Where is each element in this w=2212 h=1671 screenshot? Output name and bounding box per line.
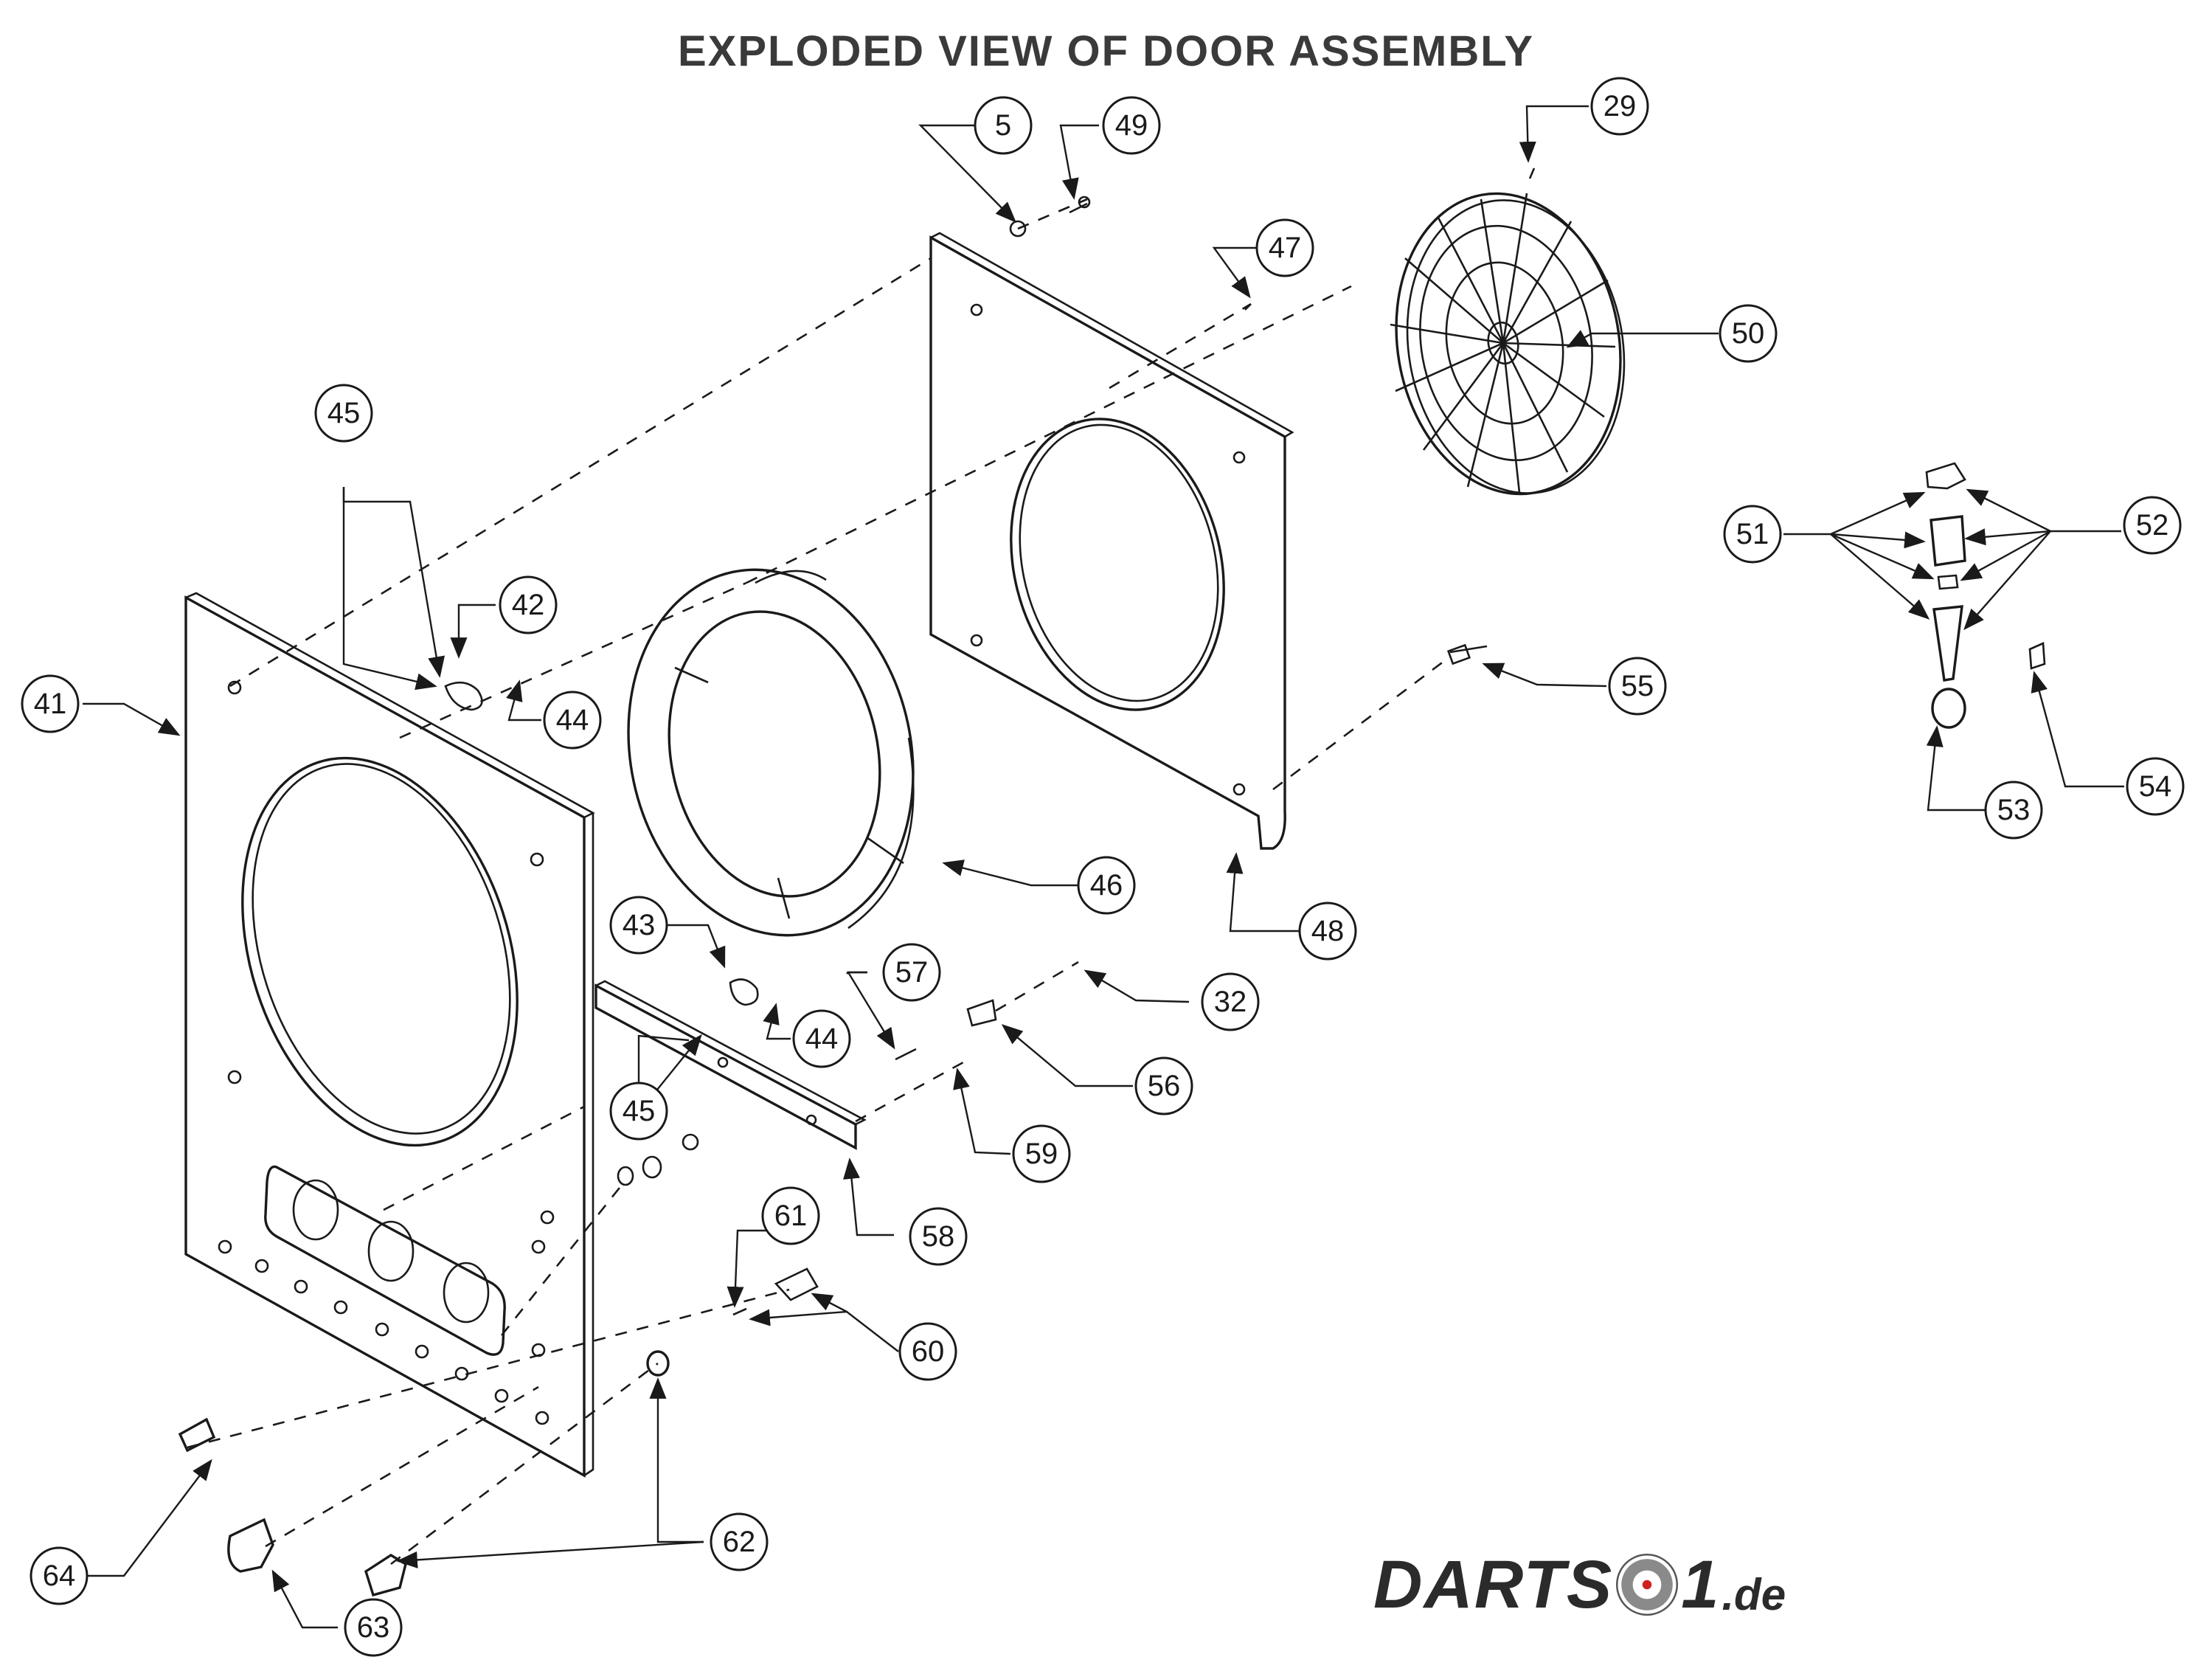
svg-text:45: 45 bbox=[327, 397, 361, 429]
callout-58: 58 bbox=[909, 1207, 968, 1266]
explosion-axes bbox=[187, 198, 1451, 1566]
svg-text:44: 44 bbox=[556, 704, 589, 736]
callout-57: 57 bbox=[882, 943, 941, 1002]
switch-bracket bbox=[594, 980, 867, 1150]
svg-text:56: 56 bbox=[1148, 1070, 1181, 1102]
callout-59: 59 bbox=[1012, 1124, 1071, 1183]
svg-text:62: 62 bbox=[723, 1526, 756, 1558]
door-porthole-ring bbox=[627, 568, 915, 937]
svg-text:49: 49 bbox=[1115, 109, 1148, 142]
callout-49: 49 bbox=[1102, 96, 1161, 155]
svg-text:61: 61 bbox=[774, 1200, 808, 1232]
diagram-title: EXPLODED VIEW OF DOOR ASSEMBLY bbox=[677, 27, 1535, 75]
callout-5: 5 bbox=[974, 96, 1033, 155]
svg-text:45: 45 bbox=[623, 1095, 656, 1127]
svg-text:51: 51 bbox=[1736, 518, 1769, 550]
svg-text:46: 46 bbox=[1090, 869, 1123, 902]
callout-52: 52 bbox=[2123, 496, 2182, 555]
callout-50: 50 bbox=[1719, 304, 1778, 363]
dartboard bbox=[1390, 192, 1626, 496]
callout-63: 63 bbox=[344, 1598, 403, 1657]
front-door-panel bbox=[184, 592, 595, 1478]
logo-brand: DARTS bbox=[1373, 1546, 1614, 1622]
svg-text:53: 53 bbox=[1997, 794, 2031, 826]
callout-42: 42 bbox=[499, 575, 558, 634]
svg-text:47: 47 bbox=[1269, 232, 1302, 264]
callout-46: 46 bbox=[1077, 856, 1136, 915]
callout-55: 55 bbox=[1608, 657, 1667, 716]
callout-29: 29 bbox=[1590, 77, 1649, 136]
callout-48: 48 bbox=[1298, 902, 1357, 961]
leader-lines bbox=[83, 105, 2124, 1629]
svg-text:64: 64 bbox=[43, 1560, 76, 1592]
callout-44-top: 44 bbox=[543, 691, 602, 750]
callout-43: 43 bbox=[609, 896, 668, 955]
svg-text:59: 59 bbox=[1025, 1138, 1058, 1170]
svg-text:63: 63 bbox=[357, 1611, 390, 1644]
svg-text:60: 60 bbox=[912, 1335, 945, 1368]
hardware-parts bbox=[178, 167, 1536, 1597]
callout-56: 56 bbox=[1134, 1056, 1193, 1115]
svg-text:58: 58 bbox=[922, 1220, 955, 1253]
svg-text:57: 57 bbox=[895, 956, 929, 989]
callout-45-mid: 45 bbox=[609, 1082, 668, 1141]
svg-text:52: 52 bbox=[2136, 509, 2169, 542]
callout-53: 53 bbox=[1984, 781, 2043, 840]
dart-parts bbox=[1925, 462, 2046, 729]
svg-text:41: 41 bbox=[34, 688, 67, 720]
svg-text:42: 42 bbox=[512, 589, 545, 621]
svg-text:48: 48 bbox=[1311, 915, 1345, 947]
callout-47: 47 bbox=[1255, 218, 1314, 277]
svg-text:43: 43 bbox=[623, 909, 656, 941]
inner-door-panel bbox=[929, 232, 1294, 850]
callout-44-mid: 44 bbox=[792, 1009, 851, 1068]
svg-text:5: 5 bbox=[995, 109, 1011, 142]
logo-number: 1 bbox=[1681, 1546, 1721, 1622]
callout-45-top: 45 bbox=[314, 384, 373, 443]
callout-62: 62 bbox=[710, 1512, 769, 1571]
dartboard-logo-icon bbox=[1616, 1554, 1679, 1616]
callout-41: 41 bbox=[21, 674, 80, 733]
svg-text:29: 29 bbox=[1603, 90, 1637, 122]
callout-51: 51 bbox=[1723, 505, 1782, 564]
svg-text:55: 55 bbox=[1621, 670, 1654, 702]
darts01-logo: DARTS 1 .de bbox=[1373, 1546, 1786, 1622]
logo-suffix: .de bbox=[1722, 1569, 1786, 1619]
svg-text:32: 32 bbox=[1214, 986, 1247, 1018]
callout-54: 54 bbox=[2126, 757, 2185, 816]
callout-64: 64 bbox=[30, 1546, 89, 1605]
callout-61: 61 bbox=[761, 1186, 820, 1245]
callout-60: 60 bbox=[898, 1322, 957, 1381]
svg-text:54: 54 bbox=[2139, 770, 2172, 803]
svg-text:50: 50 bbox=[1732, 317, 1765, 350]
callout-32: 32 bbox=[1201, 972, 1260, 1031]
svg-text:44: 44 bbox=[805, 1023, 839, 1055]
